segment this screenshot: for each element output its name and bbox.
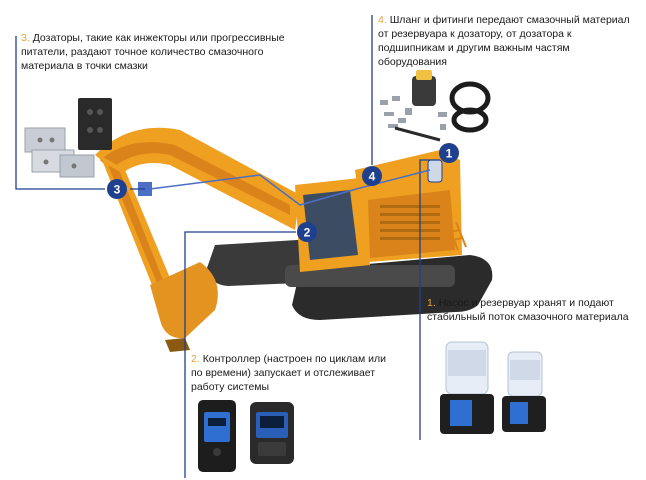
hose-line bbox=[149, 169, 431, 206]
callout-1-text: Насос и резервуар хранят и подают стабил… bbox=[427, 297, 629, 323]
svg-text:3: 3 bbox=[114, 183, 121, 197]
machine-pump-icon bbox=[427, 159, 443, 183]
svg-text:2: 2 bbox=[304, 226, 311, 240]
pump-reservoirs-icon bbox=[440, 341, 546, 434]
callout-3-text: Дозаторы, такие как инжекторы или прогре… bbox=[21, 32, 285, 72]
callout-1-number: 1. bbox=[427, 297, 436, 309]
svg-text:1: 1 bbox=[446, 147, 453, 161]
excavator-cab-window bbox=[303, 190, 358, 260]
callout-4-caption: 4. Шланг и фитинги передают смазочный ма… bbox=[378, 13, 638, 69]
callout-2-number: 2. bbox=[191, 353, 200, 365]
connector-1 bbox=[419, 159, 440, 440]
callout-3-caption: 3. Дозаторы, такие как инжекторы или про… bbox=[21, 31, 311, 73]
marker-1: 1 bbox=[439, 143, 459, 163]
excavator-undercarriage bbox=[285, 265, 455, 287]
dispenser-blocks-icon bbox=[24, 98, 112, 178]
connector-2 bbox=[184, 231, 296, 478]
connector-3 bbox=[15, 36, 105, 190]
marker-4: 4 bbox=[362, 166, 382, 186]
controller-devices-icon bbox=[198, 400, 294, 472]
callout-2-caption: 2. Контроллер (настроен по циклам или по… bbox=[191, 352, 391, 394]
hose-fittings-kit-icon bbox=[380, 70, 491, 142]
callout-3-number: 3. bbox=[21, 32, 30, 44]
marker-2: 2 bbox=[297, 222, 317, 242]
connector-lines bbox=[15, 15, 440, 478]
callout-1-caption: 1. Насос и резервуар хранят и подают ста… bbox=[427, 296, 642, 324]
callout-4-text: Шланг и фитинги передают смазочный матер… bbox=[378, 14, 630, 68]
excavator-bucket bbox=[150, 262, 218, 339]
excavator-ladder bbox=[447, 221, 467, 251]
marker-3: 3 bbox=[107, 179, 127, 199]
callout-2-text: Контроллер (настроен по циклам или по вр… bbox=[191, 353, 386, 393]
svg-text:4: 4 bbox=[369, 170, 376, 184]
callout-4-number: 4. bbox=[378, 14, 387, 26]
